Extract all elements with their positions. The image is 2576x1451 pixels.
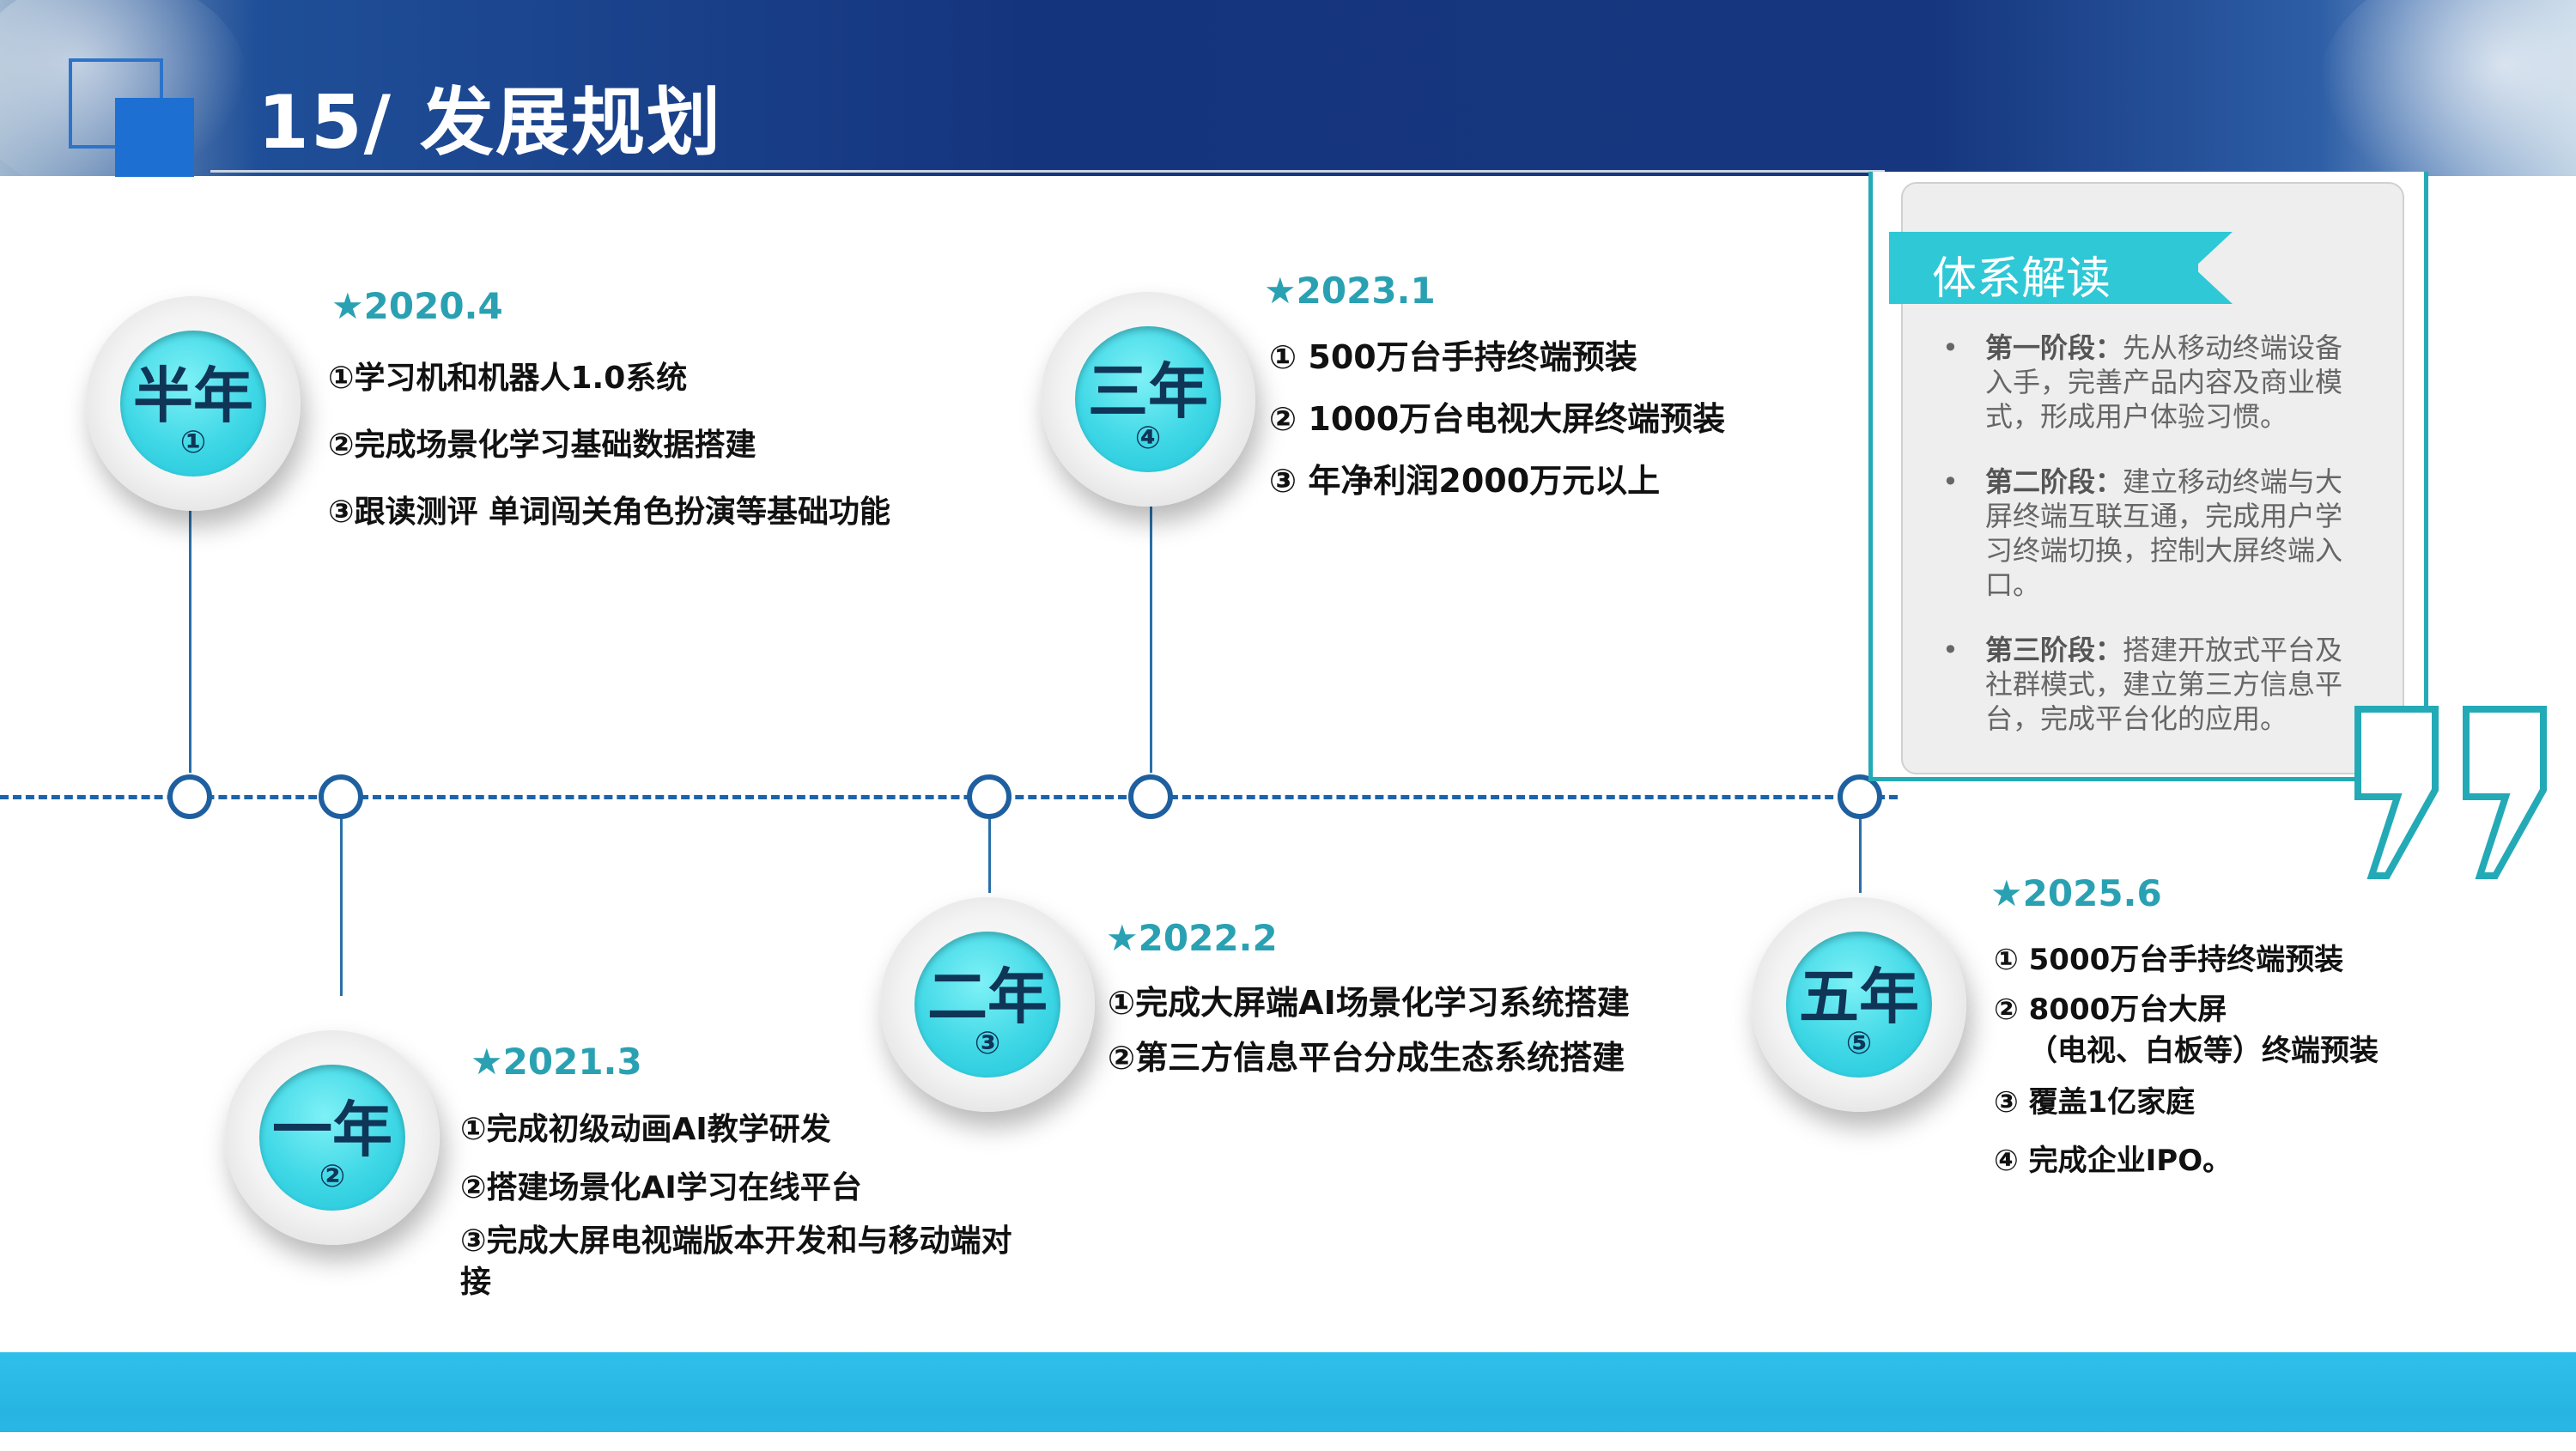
milestone-date: ★2025.6 [1990, 872, 2162, 914]
connector-five-year [1859, 816, 1862, 893]
milestone-item: ① 5000万台手持终端预装 [1994, 943, 2344, 977]
bullet-lead: 第一阶段： [1985, 331, 2123, 364]
badge-label: 二年 [927, 962, 1048, 1032]
milestone-items: ① 5000万台手持终端预装 ② 8000万台大屏 （电视、白板等）终端预装 ③… [1994, 931, 2379, 1188]
bullet-line: 式，形成用户体验习惯。 [1985, 400, 2288, 433]
milestone-items: ① 500万台手持终端预装 ② 1000万台电视大屏终端预装 ③ 年净利润200… [1269, 326, 1725, 512]
bullet-line: 搭建开放式平台及 [2123, 634, 2343, 666]
bullet-line: 社群模式，建立第三方信息平 [1985, 668, 2343, 701]
panel-title-tag [1889, 232, 2233, 304]
badge-label: 三年 [1088, 356, 1208, 427]
timeline-axis [0, 795, 1898, 799]
bullet-symbol: • [1942, 634, 1959, 666]
milestone-item: ①完成初级动画AI教学研发 [460, 1112, 831, 1147]
milestone-item: ①完成大屏端AI场景化学习系统搭建 [1108, 984, 1630, 1022]
panel-title: 体系解读 [1932, 253, 2111, 305]
panel-tag-notch [2194, 232, 2233, 304]
bullet-line: 口。 [1985, 568, 2041, 601]
timeline-node [1838, 774, 1882, 819]
milestone-items: ①完成初级动画AI教学研发 ②搭建场景化AI学习在线平台 ③完成大屏电视端版本开… [460, 1101, 1012, 1300]
connector-one-year [340, 816, 343, 996]
logo-square-fill [115, 98, 194, 177]
panel-bullet-list: • 第一阶段：先从移动终端设备 入手，完善产品内容及商业模 式，形成用户体验习惯… [1942, 331, 2380, 767]
milestone-item: 接 [460, 1265, 492, 1300]
milestone-item: ② 8000万台大屏 [1994, 993, 2227, 1027]
bullet-line: 先从移动终端设备 [2123, 331, 2343, 364]
connector-half-year [189, 481, 191, 773]
badge-number: ① [179, 425, 207, 460]
footer-strip [0, 1432, 2576, 1451]
badge-two-year: 二年 ③ [880, 897, 1095, 1112]
milestone-item: ③ 覆盖1亿家庭 [1994, 1085, 2196, 1120]
badge-half-year: 半年 ① [86, 296, 301, 511]
badge-number: ② [319, 1159, 346, 1194]
milestone-item: ①学习机和机器人1.0系统 [328, 361, 688, 396]
bullet-line: 台，完成平台化的应用。 [1985, 702, 2288, 735]
milestone-item: ① 500万台手持终端预装 [1269, 338, 1637, 376]
milestone-item: ②完成场景化学习基础数据搭建 [328, 428, 756, 463]
page-title: 15/ 发展规划 [258, 80, 723, 166]
badge-three-year: 三年 ④ [1041, 292, 1255, 507]
badge-number: ③ [974, 1026, 1001, 1061]
panel-bullet: • 第三阶段：搭建开放式平台及 社群模式，建立第三方信息平 台，完成平台化的应用… [1942, 633, 2380, 736]
milestone-item: ③ 年净利润2000万元以上 [1269, 462, 1661, 500]
badge-label: 一年 [272, 1095, 392, 1165]
panel-bullet: • 第一阶段：先从移动终端设备 入手，完善产品内容及商业模 式，形成用户体验习惯… [1942, 331, 2380, 434]
milestone-date: ★2020.4 [331, 285, 503, 327]
milestone-item: ②第三方信息平台分成生态系统搭建 [1108, 1039, 1625, 1077]
milestone-items: ①完成大屏端AI场景化学习系统搭建 ②第三方信息平台分成生态系统搭建 [1108, 975, 1630, 1085]
title-divider [210, 170, 1885, 173]
bullet-line: 习终端切换，控制大屏终端入 [1985, 534, 2343, 567]
milestone-date: ★2023.1 [1264, 270, 1436, 312]
timeline-node [1128, 774, 1173, 819]
milestone-date: ★2022.2 [1106, 917, 1278, 959]
header-banner [0, 0, 2576, 215]
footer-band [0, 1352, 2576, 1451]
bullet-line: 建立移动终端与大 [2123, 465, 2343, 498]
milestone-date: ★2021.3 [471, 1041, 642, 1083]
connector-two-year [988, 816, 991, 893]
closing-quote-icon [2354, 706, 2547, 879]
milestone-item: ③完成大屏电视端版本开发和与移动端对 [460, 1223, 1012, 1259]
milestone-item: （电视、白板等）终端预装 [2028, 1034, 2379, 1068]
milestone-item: ②搭建场景化AI学习在线平台 [460, 1170, 862, 1205]
badge-label: 五年 [1799, 962, 1919, 1032]
badge-label: 半年 [133, 361, 253, 431]
bullet-symbol: • [1942, 465, 1959, 498]
timeline-node [167, 774, 212, 819]
timeline-node [967, 774, 1012, 819]
badge-five-year: 五年 ⑤ [1752, 897, 1966, 1112]
bullet-lead: 第三阶段： [1985, 634, 2123, 666]
bullet-line: 屏终端互联互通，完成用户学 [1985, 500, 2343, 532]
bullet-line: 入手，完善产品内容及商业模 [1985, 366, 2343, 398]
badge-one-year: 一年 ② [225, 1030, 440, 1245]
bullet-lead: 第二阶段： [1985, 465, 2123, 498]
milestone-item: ④ 完成企业IPO。 [1994, 1144, 2233, 1178]
timeline-node [319, 774, 363, 819]
panel-bullet: • 第二阶段：建立移动终端与大 屏终端互联互通，完成用户学 习终端切换，控制大屏… [1942, 464, 2380, 602]
badge-number: ④ [1134, 421, 1162, 456]
badge-number: ⑤ [1845, 1026, 1873, 1061]
milestone-item: ③跟读测评 单词闯关角色扮演等基础功能 [328, 495, 891, 530]
milestone-item: ② 1000万台电视大屏终端预装 [1269, 400, 1726, 438]
bullet-symbol: • [1942, 331, 1959, 364]
connector-three-year [1150, 498, 1152, 773]
milestone-items: ①学习机和机器人1.0系统 ②完成场景化学习基础数据搭建 ③跟读测评 单词闯关角… [328, 345, 890, 546]
